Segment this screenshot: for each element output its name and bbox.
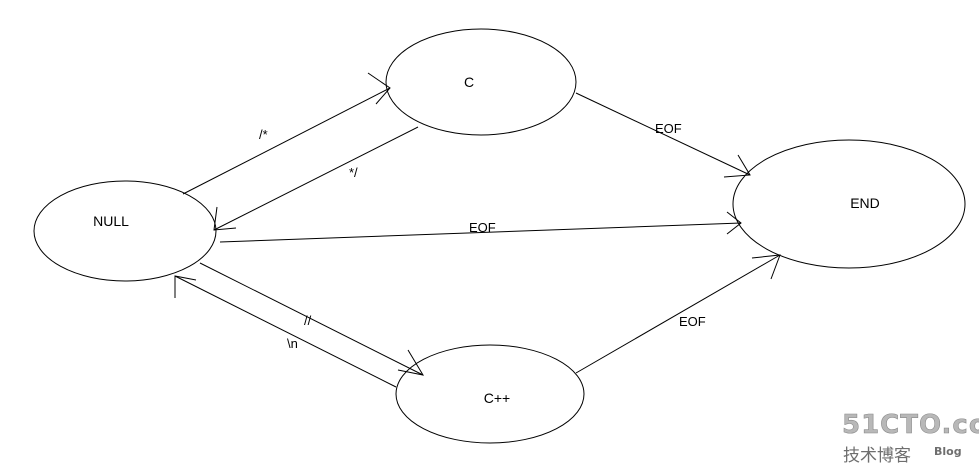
- watermark-sub: 技术博客: [843, 446, 911, 466]
- edge-cpp-to-null: [174, 275, 397, 388]
- edge-c-to-end: [575, 92, 751, 178]
- edge-c-to-null-label: */: [349, 165, 358, 180]
- edge-null-to-end-label: EOF: [469, 220, 496, 235]
- edge-c-to-end-label: EOF: [655, 121, 682, 136]
- edge-null-to-cpp: [199, 262, 425, 376]
- watermark-main: 51CTO.com: [842, 410, 979, 440]
- node-null-label: NULL: [93, 213, 129, 229]
- edge-null-to-c-label: /*: [259, 127, 268, 142]
- edge-null-to-end: [219, 211, 742, 243]
- node-cpp: [395, 344, 585, 444]
- edge-c-to-null: [213, 126, 419, 231]
- edge-cpp-to-null-label: \n: [287, 336, 298, 351]
- node-end: [732, 139, 966, 269]
- node-c: [385, 28, 577, 136]
- edge-null-to-c: [182, 72, 391, 195]
- node-cpp-label: C++: [484, 390, 510, 406]
- node-null: [33, 180, 217, 282]
- edge-cpp-to-end: [575, 254, 781, 374]
- watermark-blog: Blog: [934, 445, 962, 458]
- watermark: 51CTO.com 技术博客 Blog: [842, 410, 979, 466]
- node-c-label: C: [464, 74, 474, 90]
- edge-cpp-to-end-label: EOF: [679, 314, 706, 329]
- node-end-label: END: [850, 195, 880, 211]
- edge-null-to-cpp-label: //: [304, 313, 312, 328]
